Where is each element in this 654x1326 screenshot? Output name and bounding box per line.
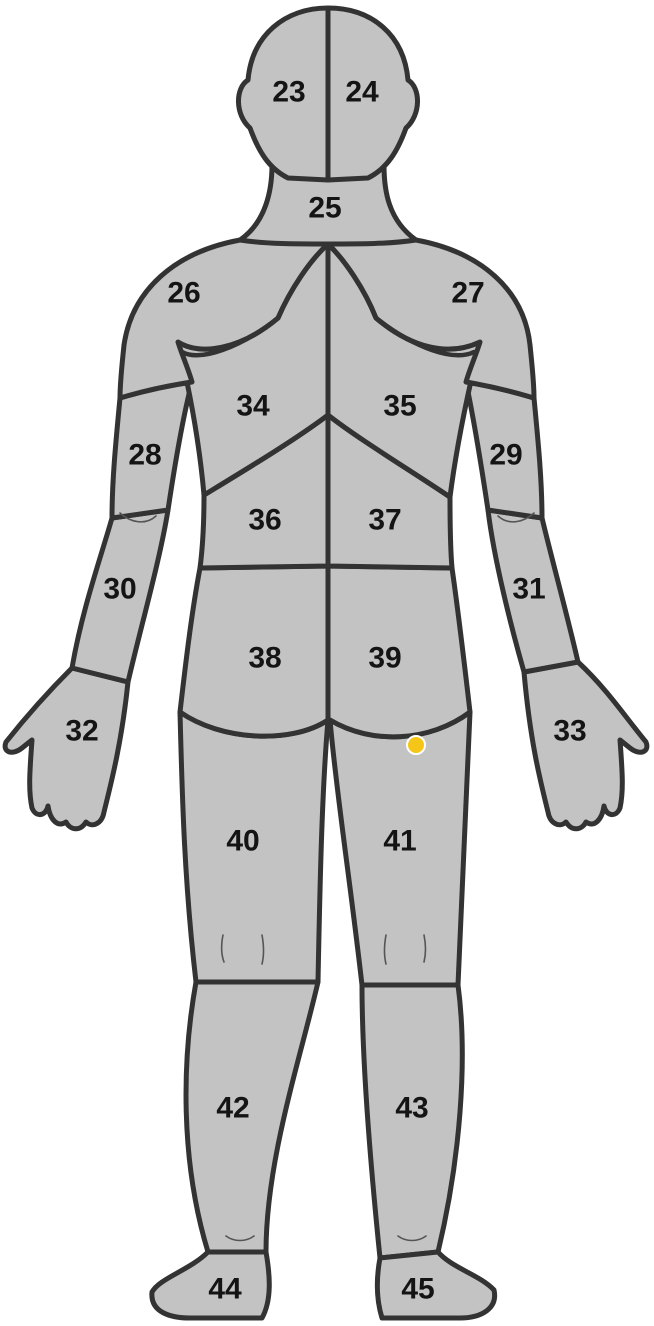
left-elbow-crease (119, 512, 157, 523)
region-44-left-foot[interactable] (149, 1249, 272, 1321)
left-ankle-line (225, 1235, 255, 1242)
right-knee-crease-b (423, 934, 427, 963)
region-23-head-left[interactable] (236, 5, 331, 183)
region-38-left-buttock[interactable] (177, 563, 331, 739)
right-elbow-crease (497, 512, 535, 523)
left-scapula-line (179, 315, 281, 358)
region-29-right-upper-arm[interactable] (463, 379, 545, 521)
left-knee-crease-b (261, 934, 265, 965)
region-30-left-forearm[interactable] (69, 507, 171, 685)
region-24-head-right[interactable] (325, 5, 420, 183)
region-42-left-lower-leg[interactable] (183, 979, 321, 1255)
right-ankle-line (397, 1235, 427, 1242)
left-knee-crease-a (220, 934, 225, 963)
region-41-right-thigh[interactable] (327, 709, 473, 988)
region-43-right-lower-leg[interactable] (359, 982, 465, 1261)
right-knee-crease-a (383, 934, 387, 965)
region-31-right-forearm[interactable] (485, 507, 581, 675)
right-scapula-line (373, 315, 477, 358)
region-40-left-thigh[interactable] (177, 709, 331, 985)
region-45-right-foot[interactable] (374, 1249, 498, 1321)
region-28-left-upper-arm[interactable] (109, 379, 195, 521)
selection-marker-dot[interactable] (406, 735, 426, 755)
region-32-left-hand[interactable] (2, 665, 131, 832)
region-33-right-hand[interactable] (521, 659, 650, 832)
region-25-neck[interactable] (237, 162, 419, 247)
region-39-right-buttock[interactable] (325, 563, 473, 740)
